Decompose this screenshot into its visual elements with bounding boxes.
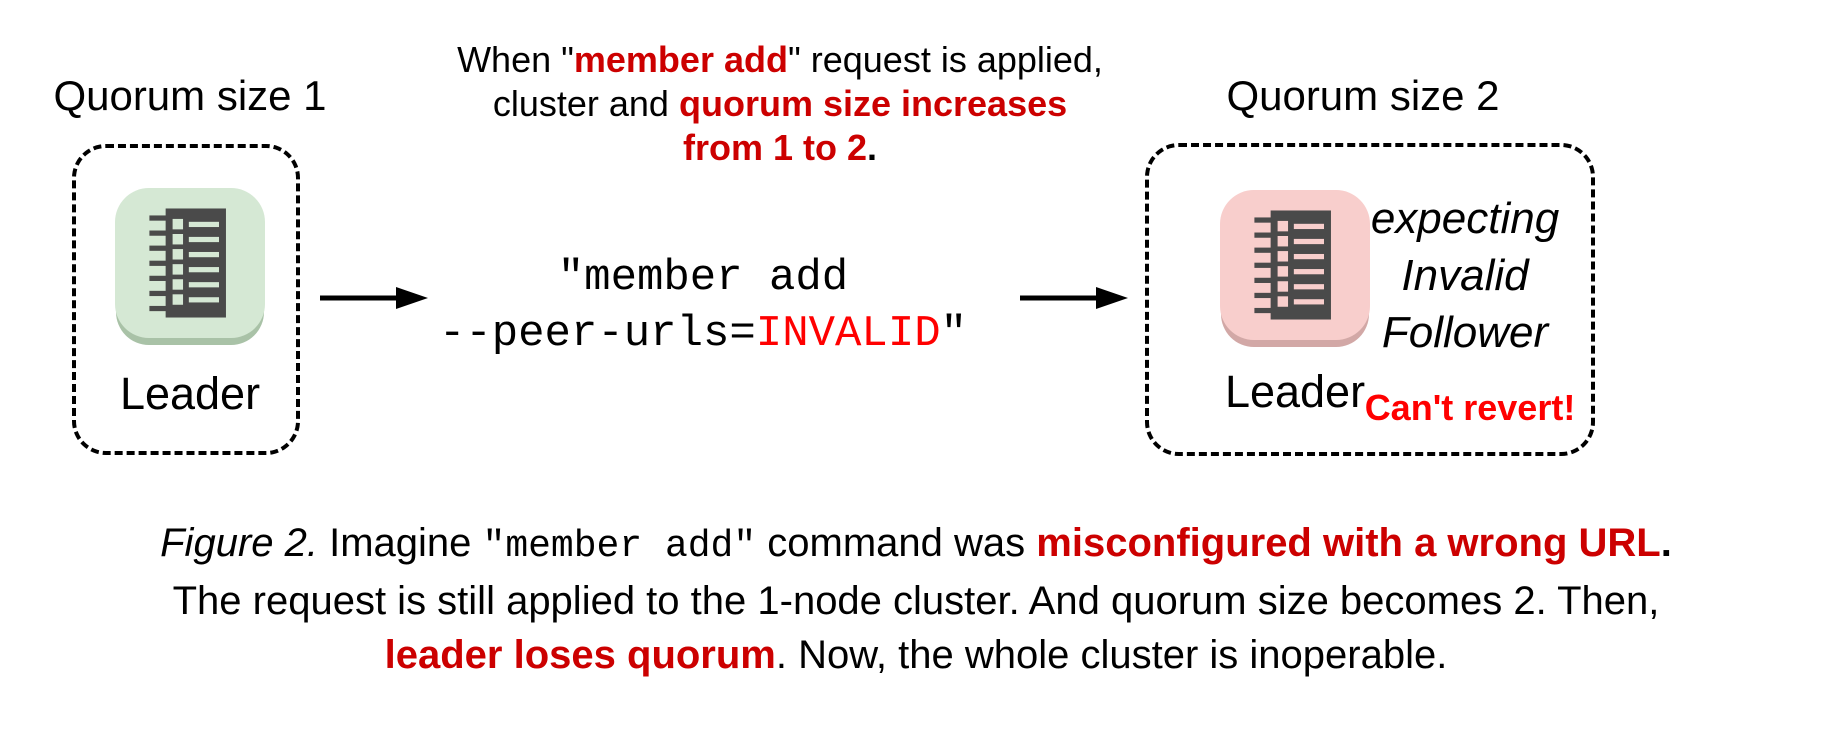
expecting-note-line-1: expecting [1370, 194, 1560, 243]
caption-text: . [1660, 521, 1672, 565]
arrow-right-icon [1020, 287, 1128, 309]
command-invalid-value: INVALID [755, 309, 941, 359]
annotation-highlight: quorum size increases [678, 83, 1068, 124]
annotation-highlight: member add [573, 39, 788, 80]
figure-label: Figure 2. [160, 521, 318, 565]
annotation-highlight: from 1 to 2 [682, 127, 867, 168]
caption-highlight: leader loses quorum [384, 633, 776, 677]
annotation-text: . [867, 127, 878, 168]
right-cluster-title: Quorum size 2 [1226, 72, 1500, 119]
caption-text: command was [756, 521, 1037, 565]
annotation-text: cluster and [492, 83, 679, 124]
expecting-follower-note: expecting Invalid Follower [1345, 190, 1585, 361]
caption-text: . Now, the whole cluster is inoperable. [775, 633, 1448, 677]
right-leader-node [1220, 190, 1370, 340]
left-leader-label: Leader [119, 368, 261, 419]
right-leader-label: Leader [1224, 366, 1366, 417]
annotation-line-2: cluster and quorum size increases [370, 82, 1190, 126]
caption-text: The request is still applied to the 1-no… [172, 579, 1660, 623]
command-text: --peer-urls= [438, 309, 756, 359]
command-text: " [940, 309, 968, 359]
annotation-line-3: from 1 to 2. [370, 126, 1190, 170]
annotation-text: " request is applied, [787, 39, 1103, 80]
annotation-text: When " [457, 39, 574, 80]
list-icon [1254, 210, 1331, 320]
right-cluster-box [1145, 143, 1595, 456]
cant-revert-warning: Can't revert! [1364, 387, 1576, 428]
caption-line-1: Figure 2. Imagine "member add" command w… [0, 516, 1832, 574]
annotation-line-1: When "member add" request is applied, [370, 38, 1190, 82]
caption-code: "member add" [482, 525, 757, 568]
member-add-annotation: When "member add" request is applied, cl… [370, 38, 1190, 170]
expecting-note-line-2: Invalid [1401, 251, 1529, 300]
arrow-right-icon [320, 287, 428, 309]
caption-line-2: The request is still applied to the 1-no… [0, 574, 1832, 628]
command-line-2: --peer-urls=INVALID" [403, 306, 1003, 362]
caption-line-3: leader loses quorum. Now, the whole clus… [0, 628, 1832, 682]
left-cluster-box [72, 144, 300, 455]
caption-highlight: misconfigured with a wrong URL [1036, 521, 1661, 565]
caption-text: Imagine [317, 521, 483, 565]
left-leader-node [115, 188, 265, 338]
expecting-note-line-3: Follower [1381, 308, 1549, 357]
list-icon [149, 208, 226, 318]
member-add-command: "member add --peer-urls=INVALID" [403, 250, 1003, 362]
left-cluster-title: Quorum size 1 [53, 72, 327, 119]
figure-caption: Figure 2. Imagine "member add" command w… [0, 516, 1832, 682]
command-line-1: "member add [403, 250, 1003, 306]
command-text: "member add [557, 253, 849, 303]
